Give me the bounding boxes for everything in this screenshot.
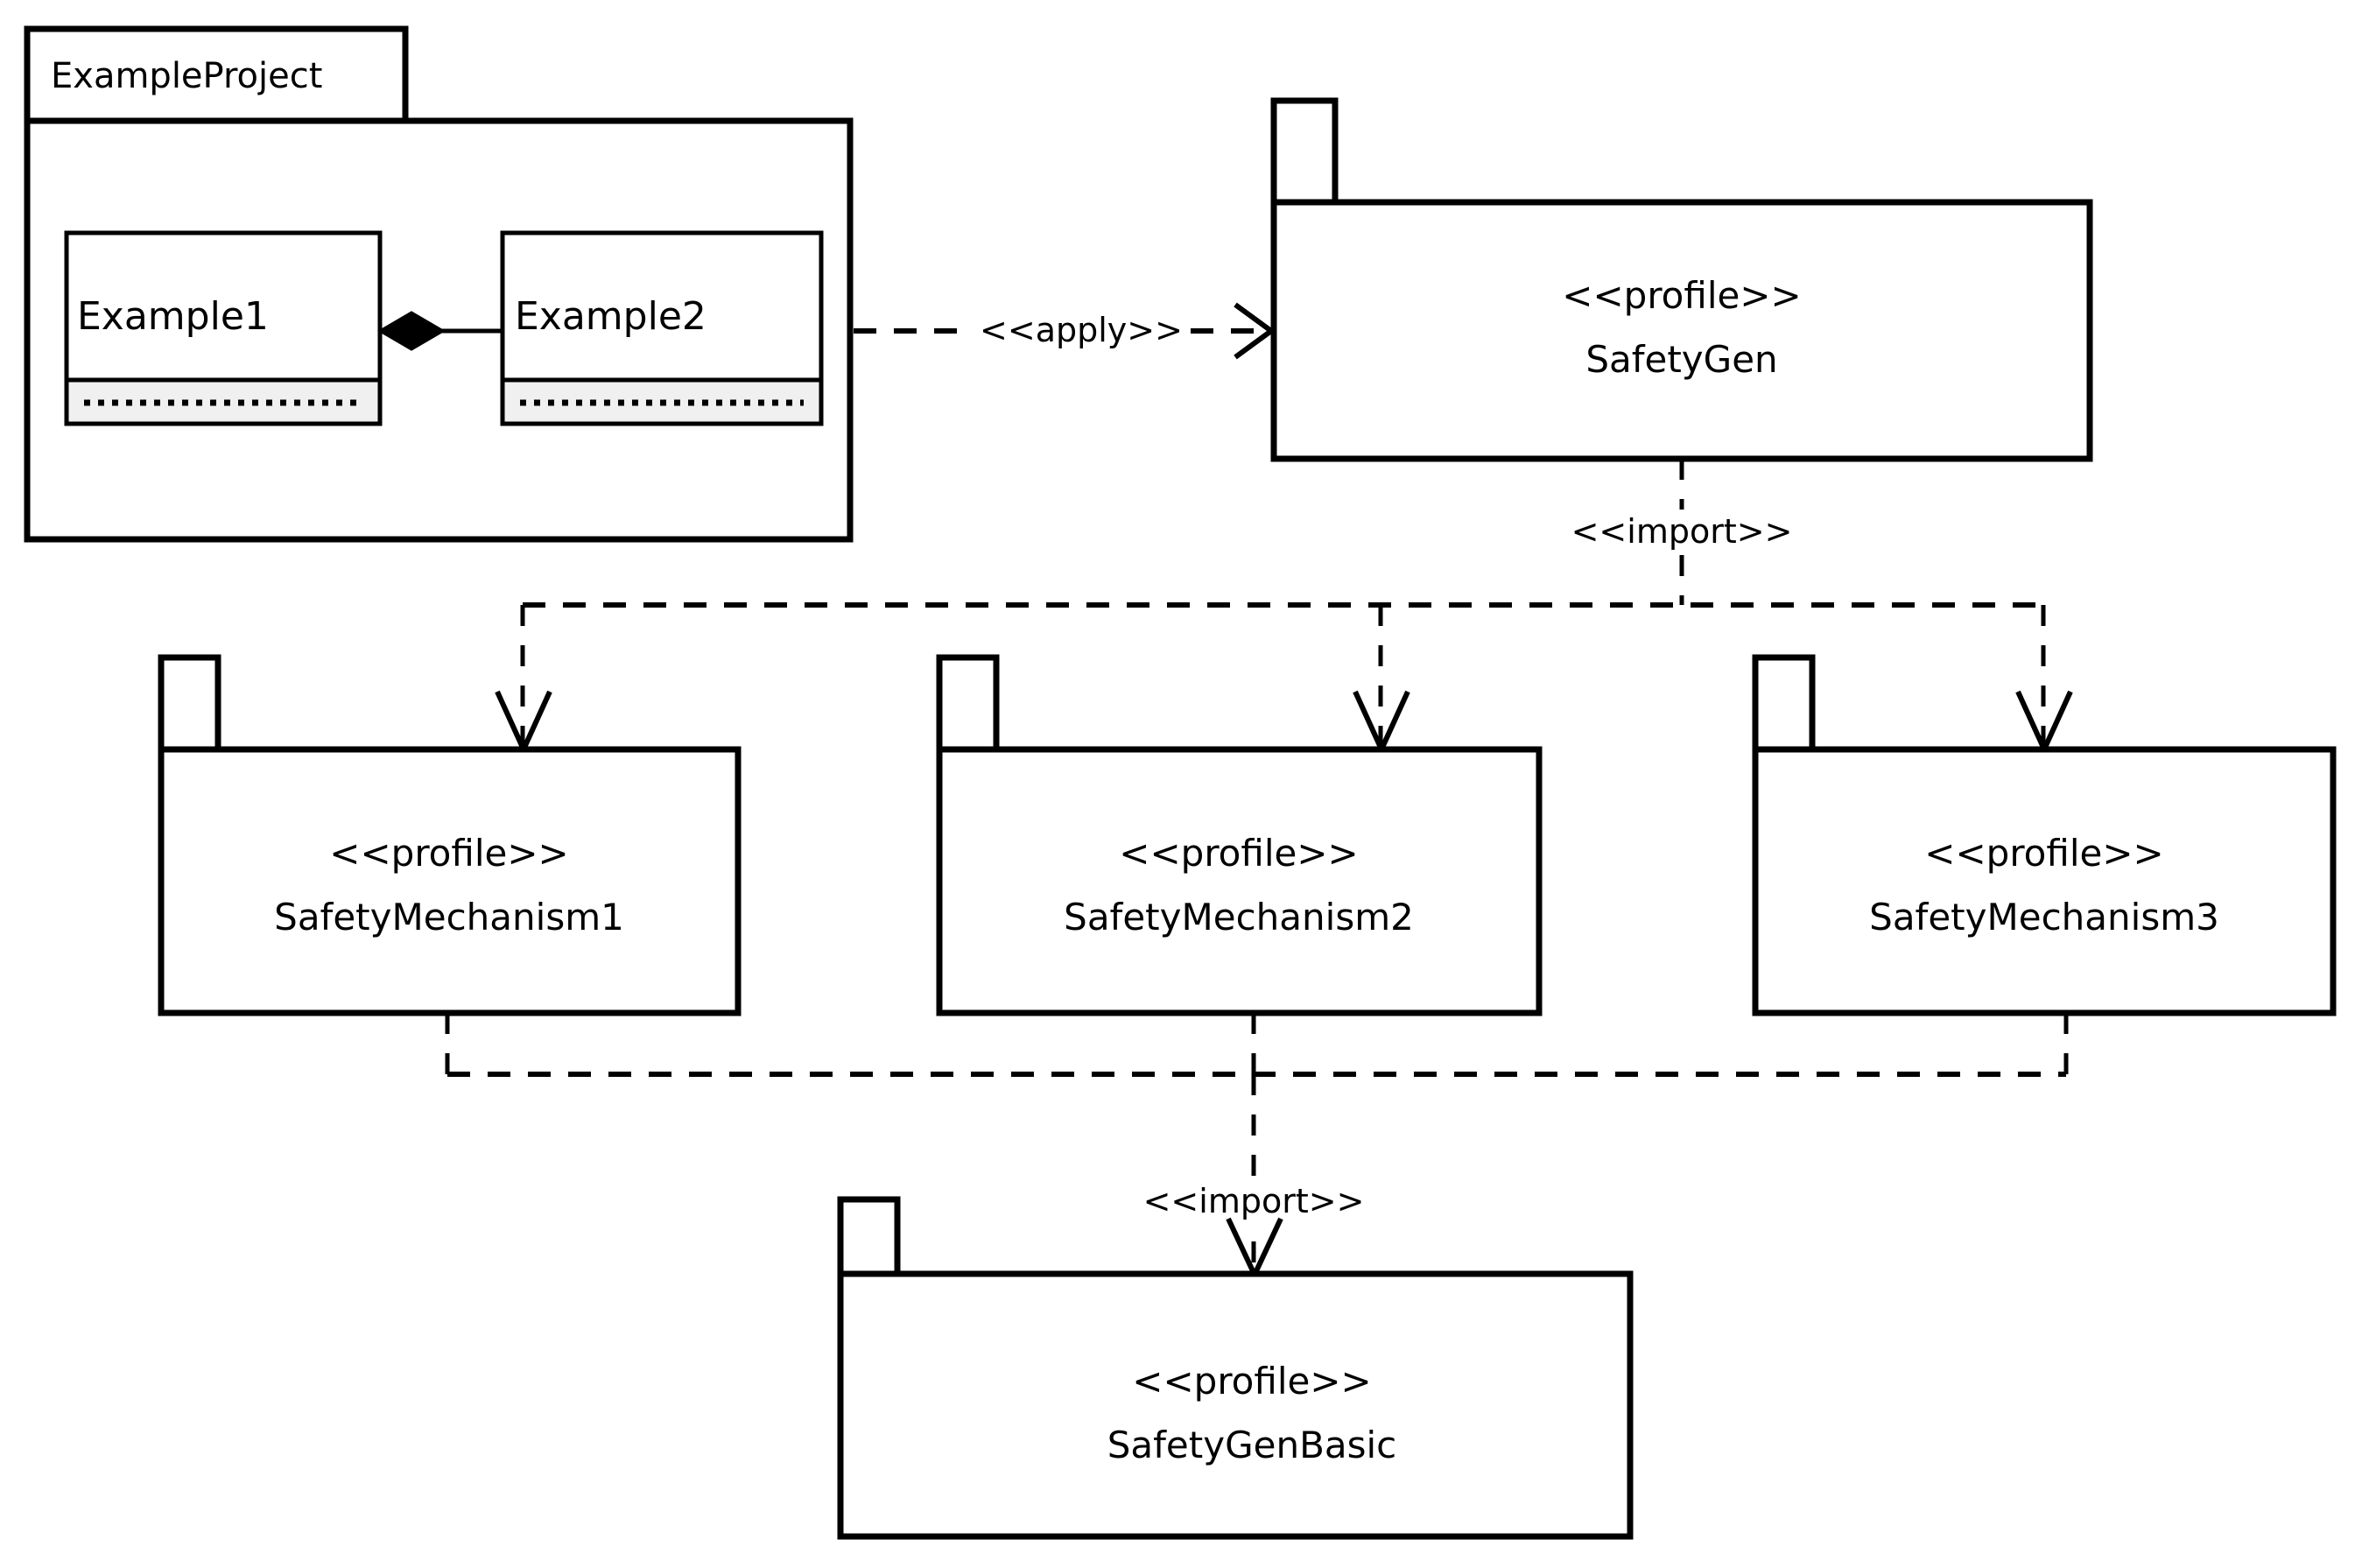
package-safetygen[interactable] (1270, 97, 2093, 462)
package-name-safetymechanism3: SafetyMechanism3 (1869, 896, 2219, 939)
package-body-safetymechanism1 (158, 746, 742, 1016)
package-stereotype-safetygenbasic: <<profile>> (1132, 1360, 1371, 1403)
class-example2[interactable] (500, 230, 824, 426)
relation-label-import-bottom: <<import>> (1143, 1182, 1365, 1220)
package-tab-safetymechanism1 (158, 654, 221, 755)
package-body-safetymechanism2 (936, 746, 1543, 1016)
package-tab-safetymechanism3 (1752, 654, 1816, 755)
package-safetymechanism1[interactable] (158, 654, 742, 1016)
relation-label-apply: <<apply>> (980, 311, 1183, 349)
package-name-safetygenbasic: SafetyGenBasic (1107, 1424, 1397, 1466)
package-stereotype-safetymechanism2: <<profile>> (1119, 832, 1358, 875)
package-body-safetygenbasic (837, 1270, 1634, 1540)
package-name-safetymechanism2: SafetyMechanism2 (1064, 896, 1414, 939)
package-body-safetygen (1270, 199, 2093, 462)
package-stereotype-safetymechanism1: <<profile>> (329, 832, 568, 875)
package-tab-safetymechanism2 (936, 654, 1000, 755)
package-name-safetymechanism1: SafetyMechanism1 (274, 896, 624, 939)
relation-import-bottom[interactable] (445, 1013, 2069, 1282)
package-name-safetygen: SafetyGen (1585, 338, 1777, 381)
package-stereotype-safetymechanism3: <<profile>> (1924, 832, 2163, 875)
package-safetygenbasic[interactable] (837, 1196, 1634, 1540)
package-tab-safetygenbasic (837, 1196, 901, 1279)
package-stereotype-safetygen: <<profile>> (1562, 274, 1801, 317)
package-safetymechanism3[interactable] (1752, 654, 2337, 1016)
class-example1[interactable] (64, 230, 383, 426)
composition-diamond-icon (377, 311, 446, 351)
relation-label-import-top: <<import>> (1571, 512, 1793, 551)
package-tab-safetygen (1270, 97, 1339, 207)
class-label-example1: Example1 (77, 294, 269, 339)
package-body-safetymechanism3 (1752, 746, 2337, 1016)
package-safetymechanism2[interactable] (936, 654, 1543, 1016)
composition-association-example1-example2[interactable] (377, 311, 503, 351)
class-label-example2: Example2 (515, 294, 706, 339)
package-label-example-project: ExampleProject (51, 56, 322, 96)
